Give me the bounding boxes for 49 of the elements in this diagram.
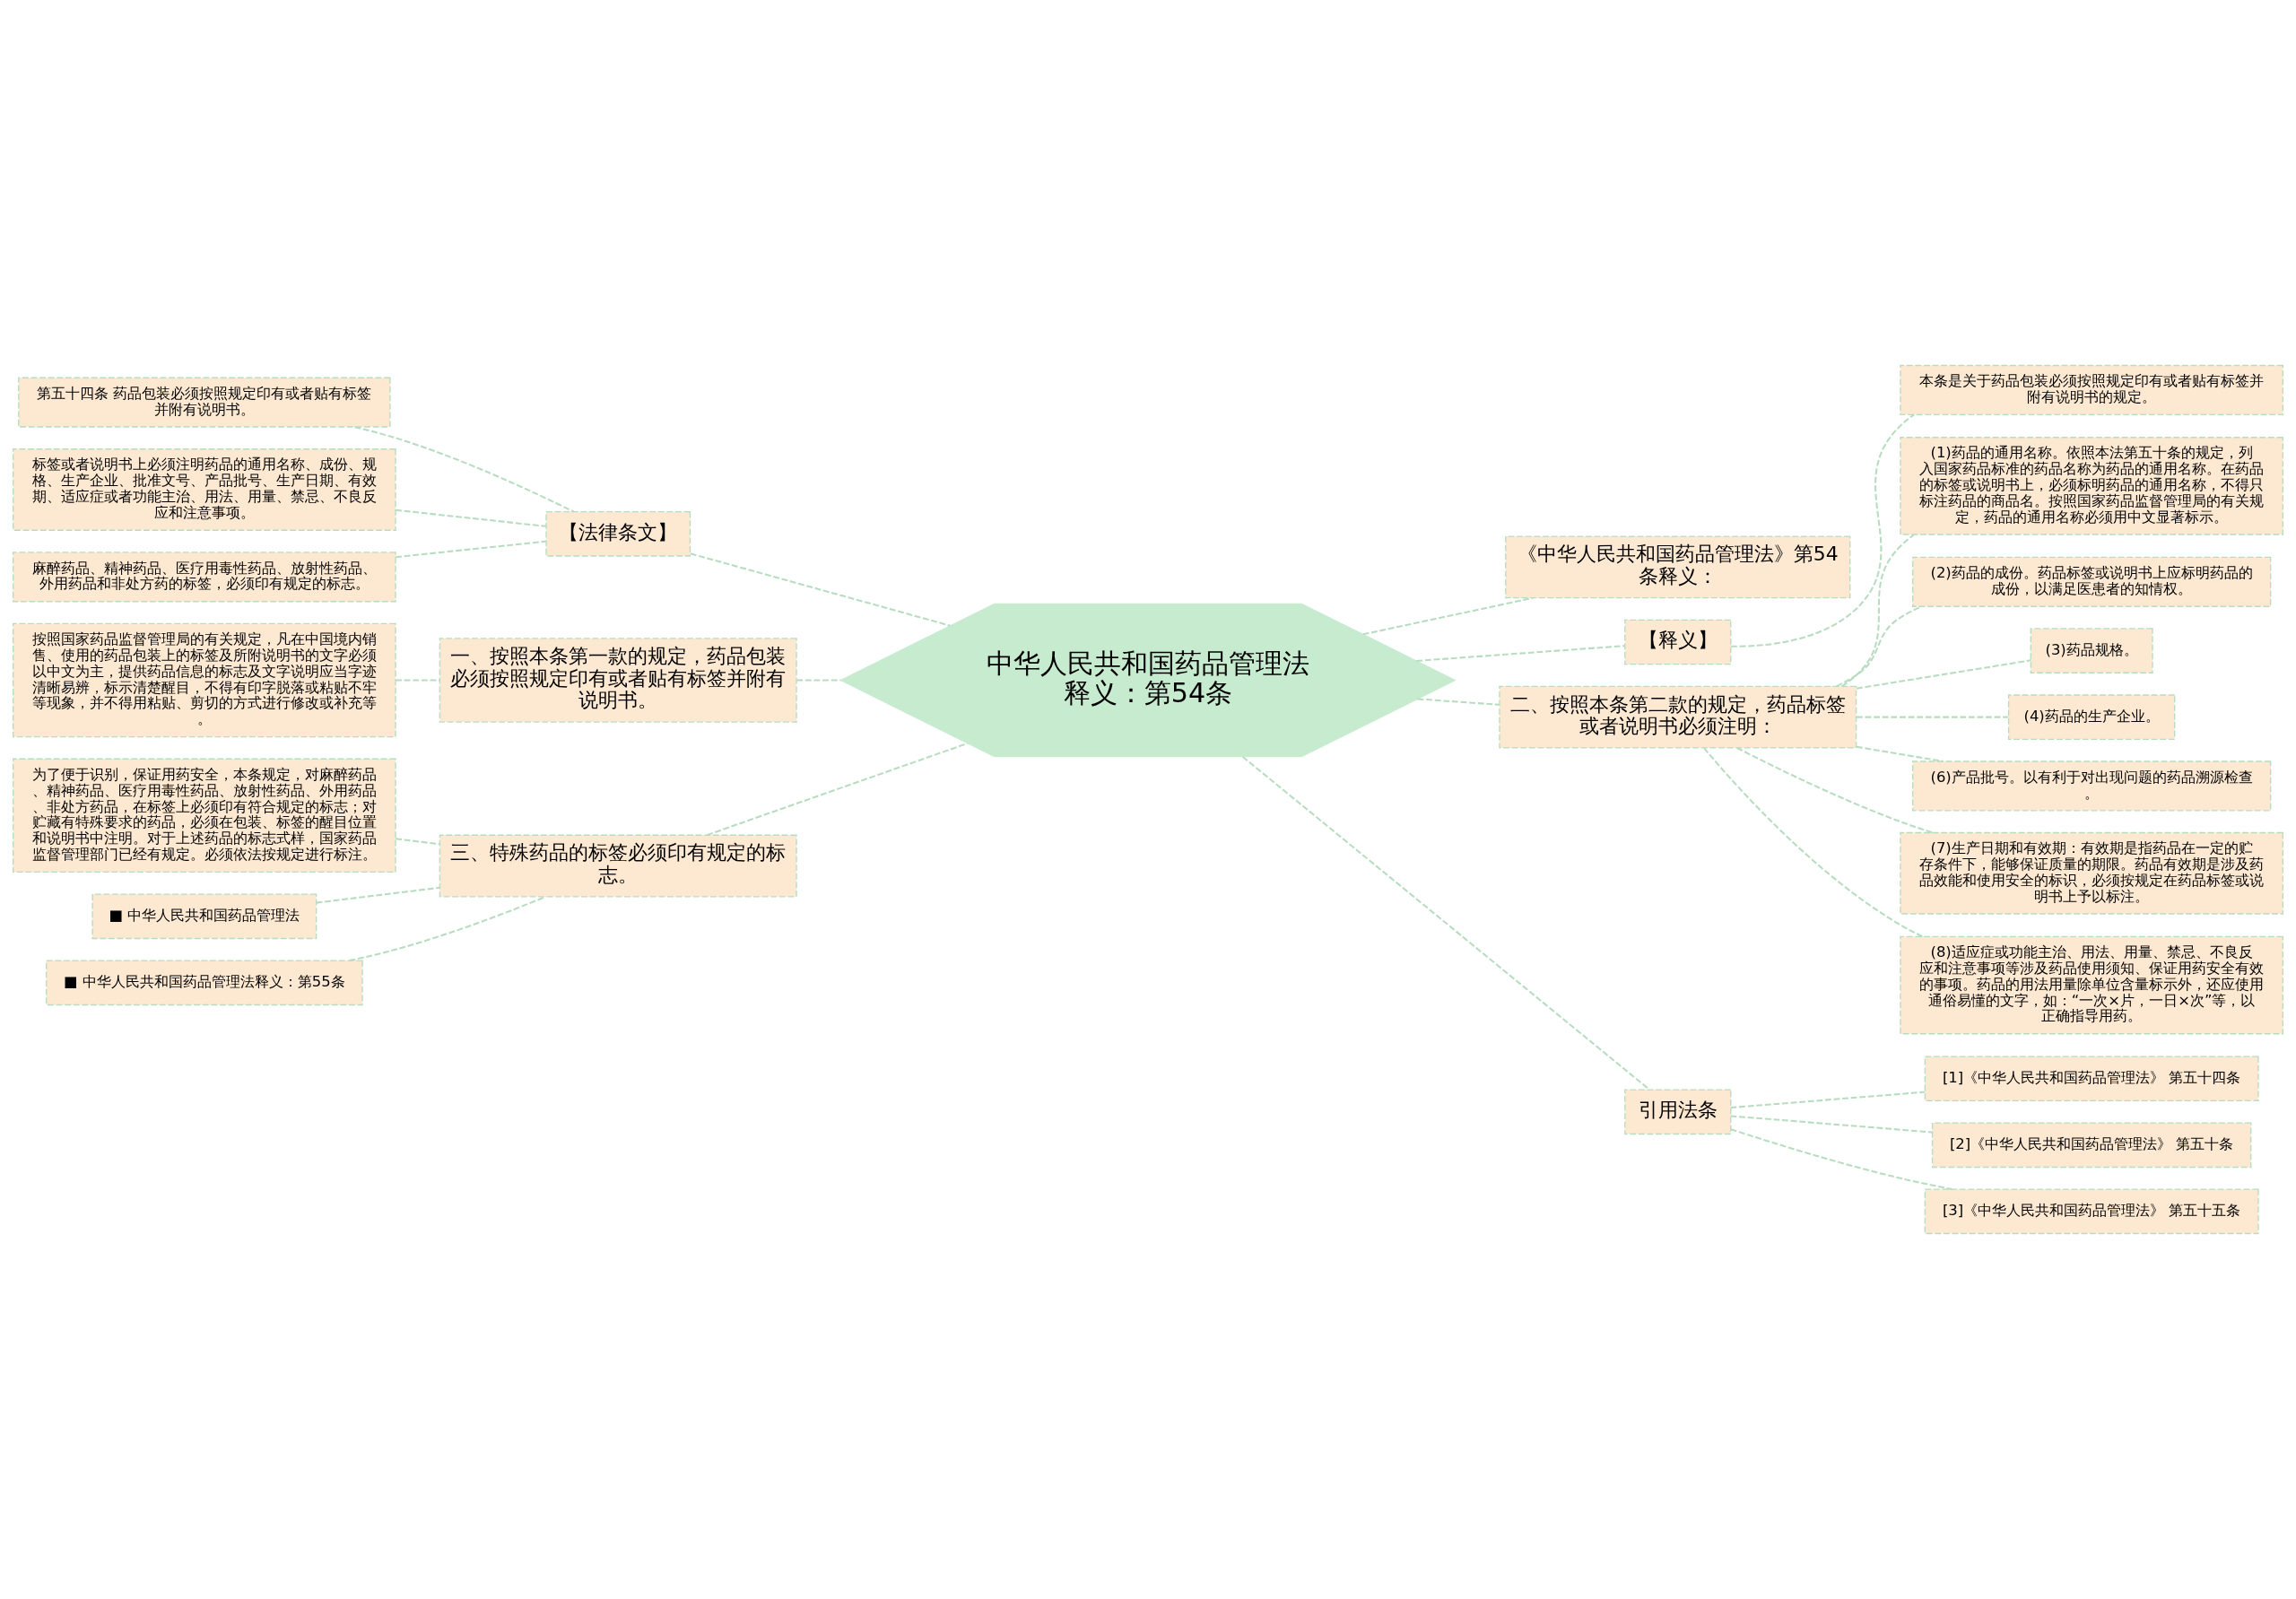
connector: [395, 508, 547, 527]
node-box: ■ 中华人民共和国药品管理法释义：第55条: [45, 960, 363, 1006]
connector: [1416, 645, 1625, 662]
connector: [1730, 1091, 1926, 1109]
connector: [354, 426, 574, 513]
connector: [1417, 698, 1500, 706]
node-box: 按照国家药品监督管理局的有关规定，凡在中国境内销售、使用的药品包装上的标签及所附说明书的文字必须以中文为主，提供药品信息的标志及文字说明应当字迹清晰易辨，标示清楚醒目，不得有印字脱落或粘贴不牢等现象，并不得用粘贴、剪切的方式进行修改或补充等。: [12, 622, 396, 738]
connector: [396, 679, 440, 682]
node-box: 一、按照本条第一款的规定，药品包装必须按照规定印有或者贴有标签并附有说明书。: [439, 638, 797, 723]
node-box: 本条是关于药品包装必须按照规定印有或者贴有标签并附有说明书的规定。: [1900, 364, 2284, 415]
connector: [1731, 413, 1915, 647]
connector: [690, 552, 951, 627]
connector: [1703, 747, 1923, 938]
node-box: (3)药品规格。: [2030, 628, 2153, 673]
node-box: 【法律条文】: [545, 510, 691, 557]
node-box: (4)药品的生产企业。: [2007, 694, 2176, 740]
connector: [1242, 756, 1650, 1091]
node-box: 麻醉药品、精神药品、医疗用毒性药品、放射性药品、外用药品和非处方药的标签，必须印有规定的标志。: [12, 552, 396, 603]
node-box: (6)产品批号。以有利于对出现问题的药品溯源检查。: [1911, 760, 2272, 812]
connector: [1730, 1115, 1933, 1134]
node-box: 二、按照本条第二款的规定，药品标签或者说明书必须注明：: [1499, 685, 1857, 749]
node-box: 为了便于识别，保证用药安全，本条规定，对麻醉药品、精神药品、医疗用毒性药品、放射性药品、外用药品、非处方药品，在标签上必须印有符合规定的标志；对贮藏有特殊要求的药品，必须在包装、标签的醒目位置和说明书中注明。对于上述药品的标志式样，国家药品监督管理部门已经有规定。必须依法按规定进行标注。: [12, 758, 396, 873]
node-box: 《中华人民共和国药品管理法》第54条释义：: [1505, 535, 1851, 599]
node-box: 第五十四条 药品包装必须按照规定印有或者贴有标签并附有说明书。: [18, 377, 391, 428]
connector: [1736, 747, 1933, 834]
node-box: (7)生产日期和有效期：有效期是指药品在一定的贮存条件下，能够保证质量的期限。药品有效期是涉及药品效能和使用安全的标识，必须按规定在药品标签或说明书上予以标注。: [1900, 831, 2284, 915]
node-box: [2]《中华人民共和国药品管理法》 第五十条: [1931, 1122, 2252, 1169]
node-box: (2)药品的成份。药品标签或说明书上应标明药品的成份，以满足医患者的知情权。: [1911, 556, 2272, 607]
connector: [1836, 605, 1922, 688]
node-box: 引用法条: [1624, 1089, 1732, 1135]
node-box: [3]《中华人民共和国药品管理法》 第五十五条: [1924, 1188, 2259, 1235]
connector: [349, 895, 546, 962]
connector: [1856, 716, 2009, 718]
connector: [1362, 596, 1534, 636]
connector: [1856, 659, 2031, 690]
node-box: ■ 中华人民共和国药品管理法: [91, 893, 317, 940]
node-box: (8)适应症或功能主治、用法、用量、禁忌、不良反应和注意事项等涉及药品使用须知、保证用药安全有效的事项。药品的用法用量除单位含量标示外，还应使用通俗易懂的文字，如：“一次×片，一日×次”等，以正确指导用药。: [1900, 935, 2284, 1035]
node-box: [1]《中华人民共和国药品管理法》 第五十四条: [1924, 1056, 2259, 1102]
node-box: 【释义】: [1624, 619, 1732, 665]
connector: [396, 540, 547, 559]
node-box: 三、特殊药品的标签必须印有规定的标志。: [439, 834, 797, 898]
connector: [707, 742, 969, 837]
connector: [1841, 534, 1915, 688]
connector: [796, 679, 841, 682]
connector: [395, 838, 440, 846]
node-box: 标签或者说明书上必须注明药品的通用名称、成份、规格、生产企业、批准文号、产品批号、生产日期、有效期、适应症或者功能主治、用法、用量、禁忌、不良反应和注意事项。: [12, 448, 396, 531]
connector: [316, 886, 440, 904]
node-box: (1)药品的通用名称。依照本法第五十条的规定，列入国家药品标准的药品名称为药品的通用名称。在药品的标签或说明书上，必须标明药品的通用名称，不得只标注药品的商品名。按照国家药品监督管理局的有关规定，药品的通用名称必须用中文显著标示。: [1900, 437, 2284, 535]
connector: [1856, 745, 1944, 762]
